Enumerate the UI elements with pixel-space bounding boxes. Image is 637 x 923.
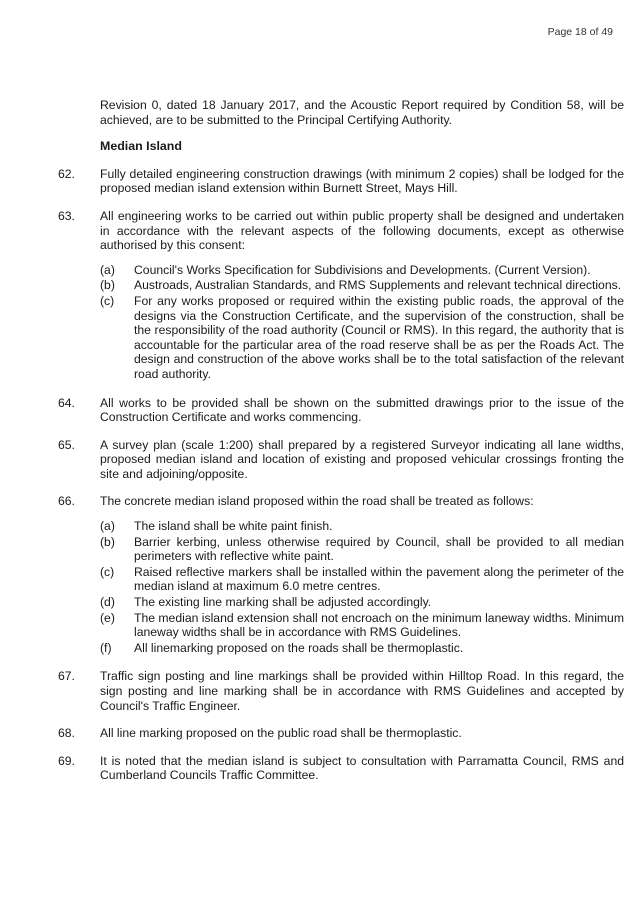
sub-clause-text: Austroads, Australian Standards, and RMS… bbox=[134, 278, 622, 293]
clause-text: A survey plan (scale 1:200) shall prepar… bbox=[100, 437, 624, 481]
clause: 67. Traffic sign posting and line marking… bbox=[58, 669, 624, 713]
clause-body: Traffic sign posting and line markings s… bbox=[100, 669, 624, 713]
clause: 62. Fully detailed engineering constructi… bbox=[58, 167, 624, 196]
clause-body: Fully detailed engineering construction … bbox=[100, 167, 624, 196]
sub-clause-label: (f) bbox=[100, 640, 112, 655]
clause: 69. It is noted that the median island is… bbox=[58, 754, 624, 783]
sub-clause: (b) Austroads, Australian Standards, and … bbox=[100, 278, 624, 293]
page-number: Page 18 of 49 bbox=[547, 26, 613, 38]
clause-body: All engineering works to be carried out … bbox=[100, 209, 624, 383]
clause-number: 68. bbox=[58, 726, 75, 741]
clause-number: 66. bbox=[58, 494, 75, 509]
clause: 66. The concrete median island proposed w… bbox=[58, 494, 624, 656]
sub-clause-label: (b) bbox=[100, 534, 115, 549]
sub-clause-label: (b) bbox=[100, 278, 115, 293]
clause-text: All works to be provided shall be shown … bbox=[100, 395, 624, 425]
document-body: Revision 0, dated 18 January 2017, and t… bbox=[58, 98, 624, 796]
clause-number: 62. bbox=[58, 166, 75, 181]
sub-clause: (a) The island shall be white paint finis… bbox=[100, 519, 624, 534]
clause-text: All engineering works to be carried out … bbox=[100, 208, 624, 253]
clause-number: 67. bbox=[58, 669, 75, 684]
continued-paragraph: Revision 0, dated 18 January 2017, and t… bbox=[100, 98, 624, 127]
sub-clause-label: (e) bbox=[100, 610, 115, 625]
sub-clause-list: (a) Council's Works Specification for Sub… bbox=[100, 263, 624, 382]
clause: 63. All engineering works to be carried o… bbox=[58, 209, 624, 383]
sub-clause: (e) The median island extension shall not… bbox=[100, 611, 624, 640]
sub-clause-text: All linemarking proposed on the roads sh… bbox=[134, 640, 464, 655]
sub-clause-text: The median island extension shall not en… bbox=[134, 610, 624, 640]
sub-clause-label: (c) bbox=[100, 293, 115, 308]
clause-body: The concrete median island proposed with… bbox=[100, 494, 624, 656]
sub-clause-text: Council's Works Specification for Subdiv… bbox=[134, 262, 591, 277]
sub-clause: (a) Council's Works Specification for Sub… bbox=[100, 263, 624, 278]
clause-number: 64. bbox=[58, 395, 75, 410]
sub-clause: (c) Raised reflective markers shall be in… bbox=[100, 565, 624, 594]
clause-text: Fully detailed engineering construction … bbox=[100, 166, 624, 196]
sub-clause-text: The existing line marking shall be adjus… bbox=[134, 595, 432, 610]
sub-clause-text: The island shall be white paint finish. bbox=[134, 519, 333, 534]
clause-text: Traffic sign posting and line markings s… bbox=[100, 669, 624, 713]
clause-text: It is noted that the median island is su… bbox=[100, 753, 624, 783]
sub-clause-label: (d) bbox=[100, 595, 115, 610]
clause-text: The concrete median island proposed with… bbox=[100, 494, 534, 509]
clause-number: 63. bbox=[58, 208, 75, 223]
clause: 68. All line marking proposed on the publ… bbox=[58, 726, 624, 741]
section-heading: Median Island bbox=[100, 139, 182, 154]
clause-number: 65. bbox=[58, 437, 75, 452]
clause-list: 62. Fully detailed engineering constructi… bbox=[58, 167, 624, 783]
sub-clause: (d) The existing line marking shall be ad… bbox=[100, 595, 624, 610]
clause-body: All works to be provided shall be shown … bbox=[100, 396, 624, 425]
sub-clause: (c) For any works proposed or required wi… bbox=[100, 294, 624, 382]
sub-clause: (b) Barrier kerbing, unless otherwise req… bbox=[100, 535, 624, 564]
sub-clause-list: (a) The island shall be white paint finis… bbox=[100, 519, 624, 655]
clause-text: All line marking proposed on the public … bbox=[100, 726, 462, 741]
clause: 64. All works to be provided shall be sho… bbox=[58, 396, 624, 425]
clause: 65. A survey plan (scale 1:200) shall pre… bbox=[58, 438, 624, 482]
sub-clause-text: Barrier kerbing, unless otherwise requir… bbox=[134, 534, 624, 564]
sub-clause-label: (c) bbox=[100, 564, 115, 579]
sub-clause: (f) All linemarking proposed on the roads… bbox=[100, 641, 624, 656]
clause-body: All line marking proposed on the public … bbox=[100, 726, 624, 741]
clause-number: 69. bbox=[58, 753, 75, 768]
sub-clause-text: Raised reflective markers shall be insta… bbox=[134, 564, 624, 594]
clause-body: It is noted that the median island is su… bbox=[100, 754, 624, 783]
sub-clause-label: (a) bbox=[100, 519, 115, 534]
sub-clause-label: (a) bbox=[100, 262, 115, 277]
sub-clause-text: For any works proposed or required withi… bbox=[134, 293, 624, 381]
clause-body: A survey plan (scale 1:200) shall prepar… bbox=[100, 438, 624, 482]
